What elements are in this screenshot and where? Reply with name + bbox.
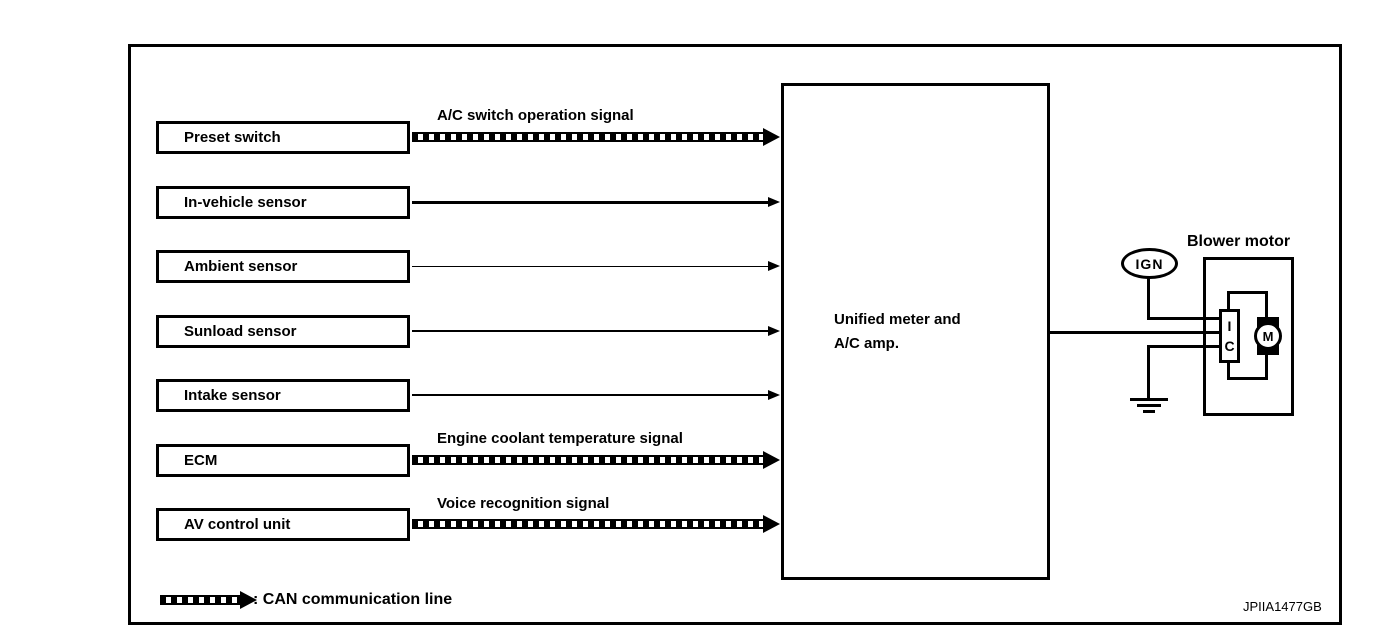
can-dashed-line — [160, 595, 240, 605]
source-box-label: In-vehicle sensor — [184, 194, 307, 211]
can-dashed-line — [412, 132, 763, 142]
signal-line — [412, 265, 768, 267]
ic-label-top: I — [1227, 317, 1232, 334]
source-box-label: Ambient sensor — [184, 258, 298, 275]
unified-meter-label-line2: A/C amp. — [834, 334, 900, 352]
wire-ign-horizontal — [1147, 317, 1219, 320]
arrowhead-icon — [768, 261, 780, 271]
source-box-intake-sensor: Intake sensor — [156, 379, 410, 412]
source-box-label: Intake sensor — [184, 387, 281, 404]
arrowhead-icon — [768, 390, 780, 400]
source-box-sunload-sensor: Sunload sensor — [156, 315, 410, 348]
signal-label-engine-coolant: Engine coolant temperature signal — [437, 430, 683, 447]
ign-power-source: IGN — [1121, 248, 1178, 279]
signal-label-voice-recognition: Voice recognition signal — [437, 495, 610, 512]
source-box-in-vehicle-sensor: In-vehicle sensor — [156, 186, 410, 219]
signal-line — [412, 394, 768, 396]
arrow-sunload-sensor — [412, 325, 780, 337]
arrowhead-icon — [763, 515, 780, 533]
can-dashed-line — [412, 519, 763, 529]
blower-motor-box — [1203, 257, 1294, 416]
blower-motor-title: Blower motor — [1187, 233, 1291, 250]
wire-ign-vertical — [1147, 278, 1150, 320]
source-box-label: ECM — [184, 452, 218, 469]
arrowhead-icon — [763, 128, 780, 146]
arrow-intake-sensor — [412, 389, 780, 401]
ground-icon — [1130, 398, 1168, 401]
motor-label: M — [1262, 328, 1274, 344]
signal-label-ac-switch: A/C switch operation signal — [437, 107, 634, 124]
can-arrow-preset-switch — [412, 124, 780, 150]
source-box-label: AV control unit — [184, 516, 291, 533]
ground-icon — [1143, 410, 1155, 413]
can-arrow-av-control-unit — [412, 511, 780, 537]
arrowhead-icon — [763, 451, 780, 469]
ground-icon — [1137, 404, 1161, 407]
diagram-frame — [128, 44, 1342, 625]
unified-meter-ac-amp-box: Unified meter and A/C amp. — [781, 83, 1050, 580]
arrowhead-icon — [768, 326, 780, 336]
arrowhead-icon — [240, 591, 257, 609]
wire-amp-to-ic — [1050, 331, 1219, 334]
source-box-label: Preset switch — [184, 129, 281, 146]
ic-label-bottom: C — [1224, 338, 1235, 355]
can-arrow-ecm — [412, 447, 780, 473]
arrow-ambient-sensor — [412, 260, 780, 272]
signal-line — [412, 330, 768, 332]
can-dashed-line — [412, 455, 763, 465]
wire-ground-vertical — [1147, 345, 1150, 400]
ic-driver-box: I C — [1219, 309, 1240, 363]
source-box-label: Sunload sensor — [184, 323, 297, 340]
legend-text: : CAN communication line — [253, 591, 453, 608]
source-box-ambient-sensor: Ambient sensor — [156, 250, 410, 283]
ign-label: IGN — [1135, 255, 1164, 272]
arrow-in-vehicle-sensor — [412, 196, 780, 208]
motor-icon: M — [1254, 322, 1282, 350]
source-box-av-control-unit: AV control unit — [156, 508, 410, 541]
figure-code: JPIIA1477GB — [1243, 599, 1322, 614]
arrowhead-icon — [768, 197, 780, 207]
unified-meter-label-line1: Unified meter and — [834, 310, 961, 328]
wire-ground-horizontal — [1147, 345, 1219, 348]
signal-line — [412, 200, 768, 204]
source-box-preset-switch: Preset switch — [156, 121, 410, 154]
legend-can-arrow — [160, 591, 257, 609]
source-box-ecm: ECM — [156, 444, 410, 477]
